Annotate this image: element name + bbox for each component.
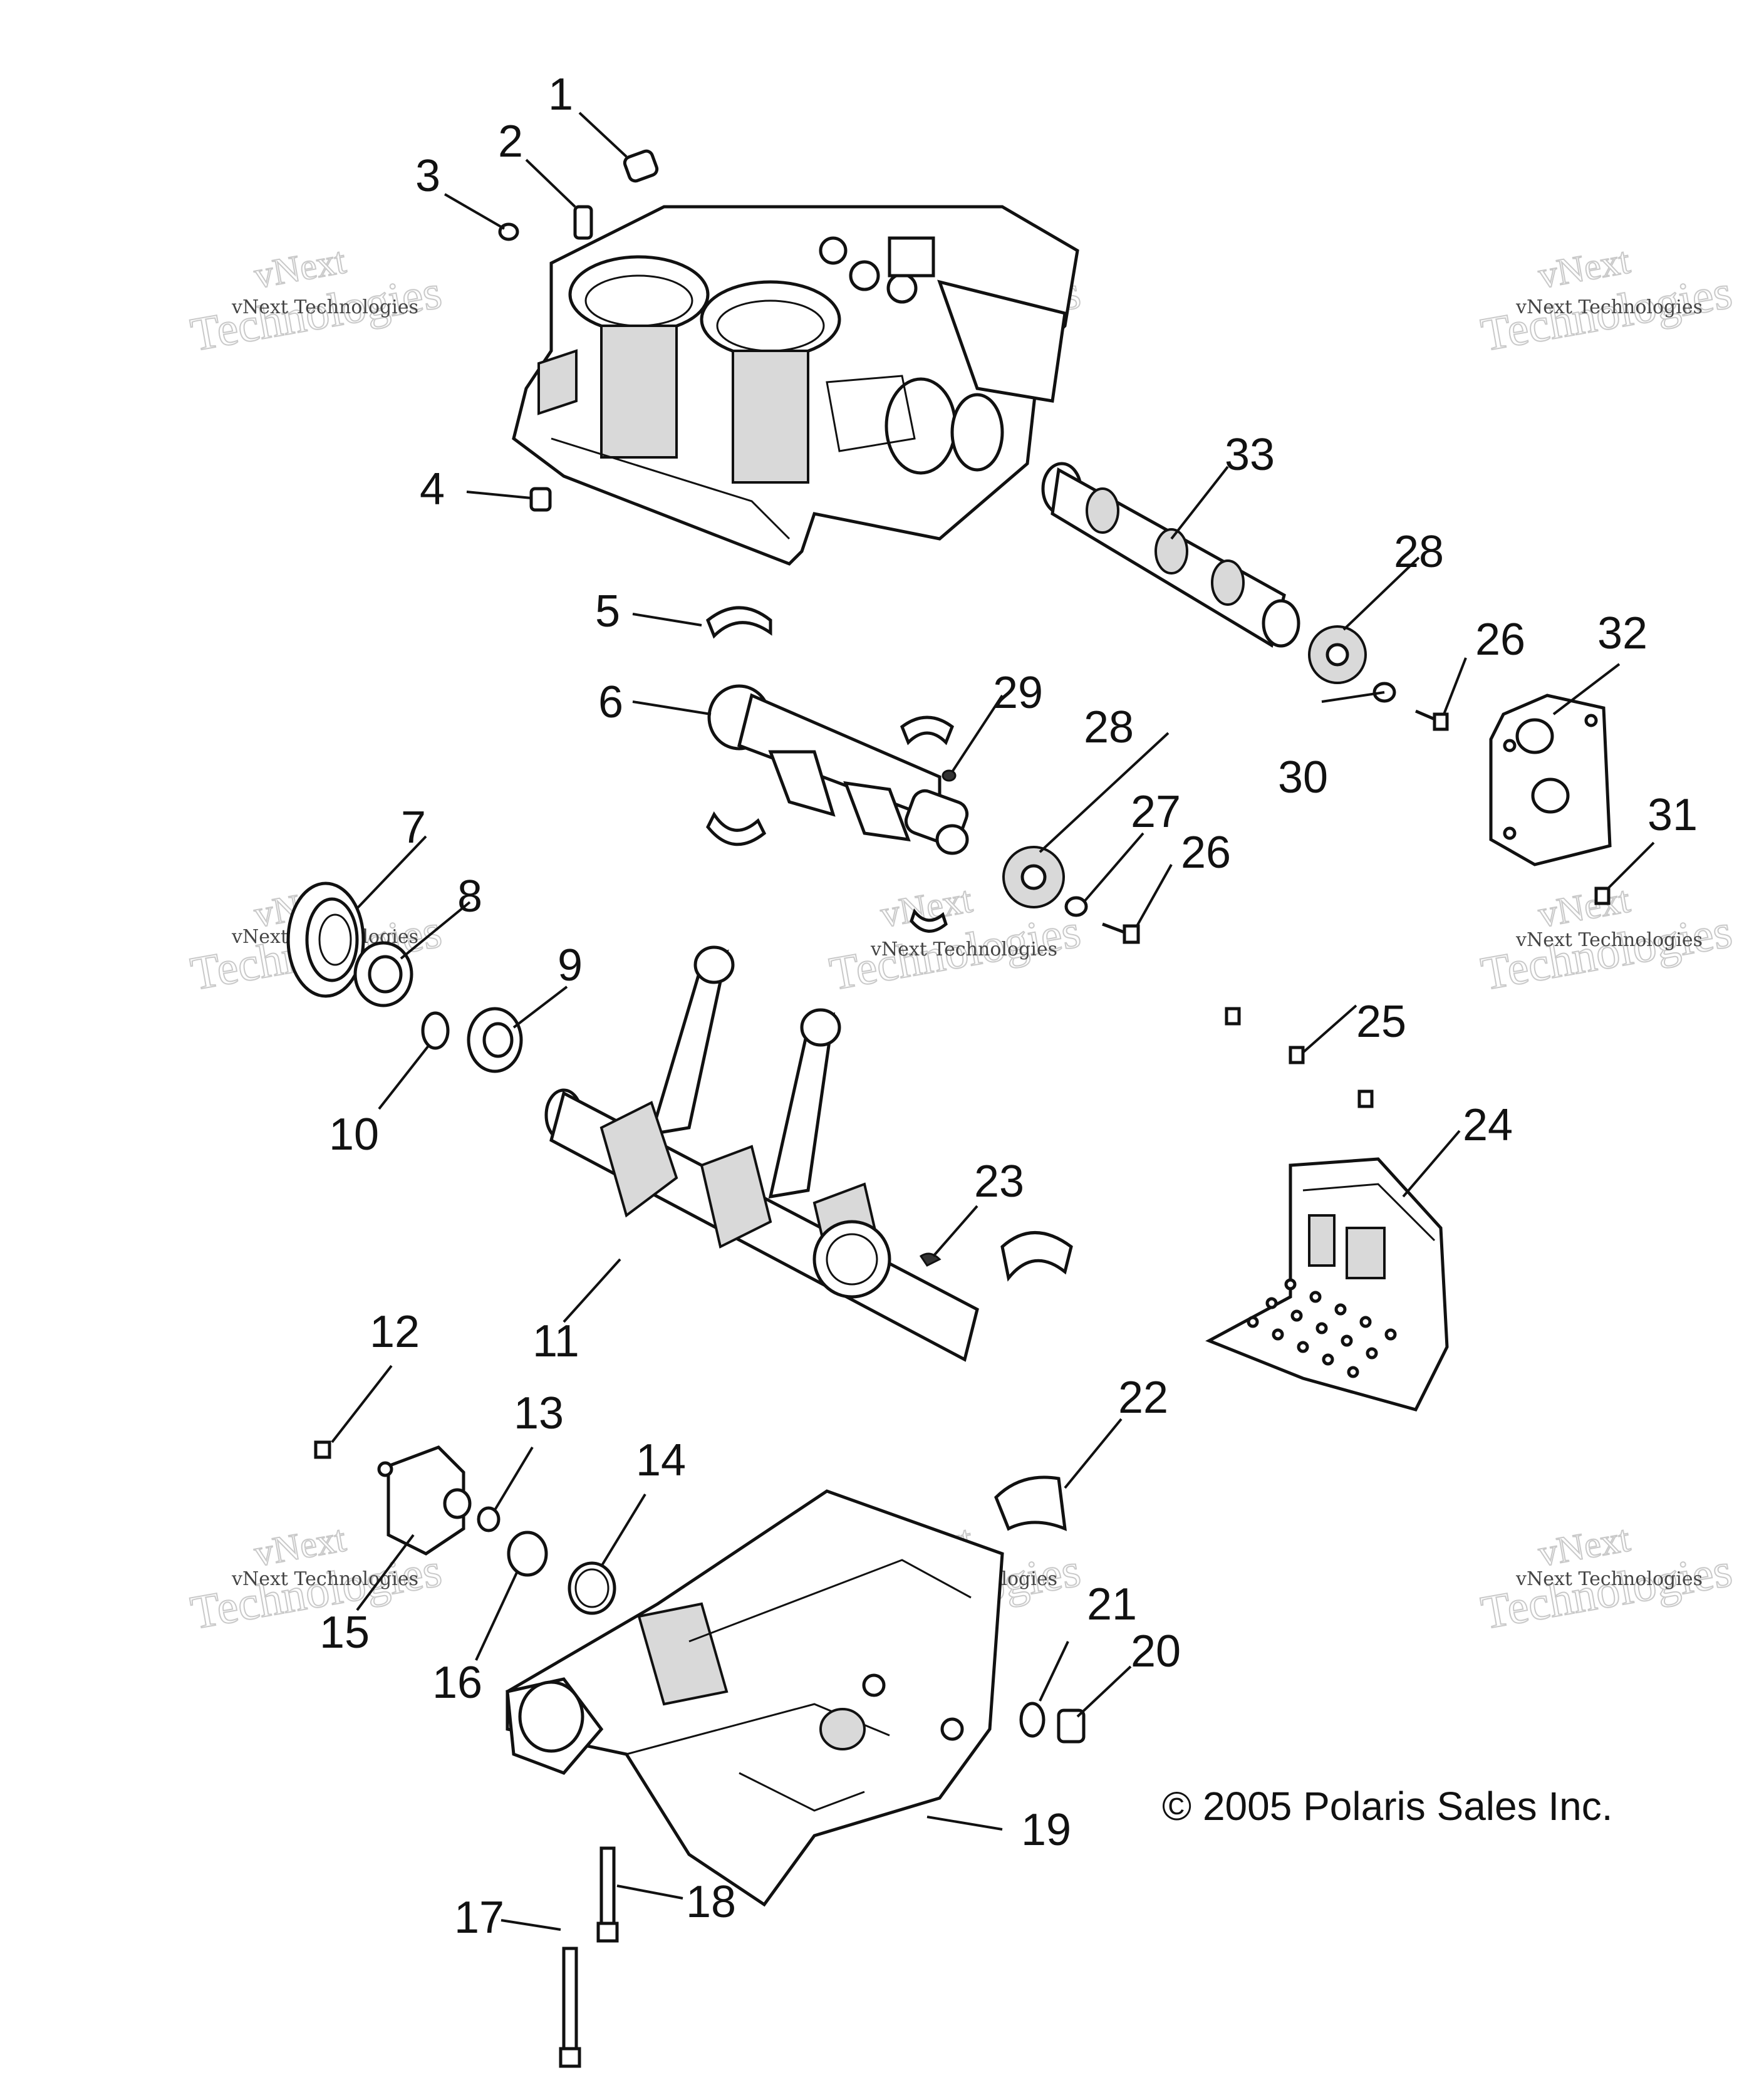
leader-lines: [331, 112, 1655, 1931]
callout-4: 4: [420, 464, 445, 514]
o-ring-10: [421, 1011, 450, 1050]
callout-12: 12: [370, 1307, 420, 1357]
bearing-23-half: [1000, 1231, 1073, 1282]
callout-26-lower: 26: [1181, 828, 1231, 878]
plug-20: [1057, 1708, 1086, 1744]
screw-25-c: [1357, 1089, 1374, 1108]
svg-text:vNext Technologies: vNext Technologies: [1515, 1568, 1703, 1590]
screw-31: [1594, 887, 1611, 905]
snap-ring-14: [568, 1561, 616, 1615]
callout-16: 16: [432, 1658, 482, 1708]
watermark-top-left: vNext Technologies vNext Technologies: [186, 239, 446, 361]
camshaft-33: [1041, 462, 1300, 648]
callout-8: 8: [457, 871, 482, 922]
callout-23: 23: [974, 1157, 1024, 1207]
screw-25-b: [1289, 1046, 1305, 1064]
plug-16: [507, 1531, 548, 1577]
callout-2: 2: [498, 117, 523, 167]
svg-text:vNext Technologies: vNext Technologies: [870, 939, 1057, 960]
bolt-26-lower: [1102, 922, 1140, 944]
bearing-8: [353, 941, 413, 1007]
cover-plate-32: [1489, 694, 1612, 866]
callout-29: 29: [993, 668, 1043, 718]
callout-32: 32: [1597, 608, 1647, 658]
callout-9: 9: [558, 940, 583, 991]
gear-28-lower: [1002, 846, 1065, 908]
callout-1: 1: [548, 70, 573, 120]
screw-12: [314, 1440, 331, 1459]
callout-14: 14: [636, 1435, 686, 1485]
callout-13: 13: [514, 1388, 564, 1438]
callout-25: 25: [1356, 997, 1406, 1047]
callout-7: 7: [401, 803, 426, 853]
callout-labels: 1 2 3 4 5 6 7 8 9 10 11 12 13 14 15 16 1…: [319, 70, 1698, 1943]
callout-28-lower: 28: [1084, 702, 1134, 752]
callout-10: 10: [329, 1110, 379, 1160]
callout-21: 21: [1087, 1579, 1137, 1630]
key-23: [919, 1252, 942, 1267]
callout-11: 11: [532, 1316, 579, 1366]
svg-text:vNext Technologies: vNext Technologies: [1515, 929, 1703, 951]
key-29: [942, 769, 957, 782]
watermark-bottom-right: vNext Technologies vNext Technologies: [1476, 1517, 1736, 1640]
bolt-18: [596, 1846, 619, 1943]
callout-18: 18: [686, 1877, 736, 1927]
dowel-pin-2: [573, 205, 593, 240]
bearing-5: [705, 606, 772, 639]
callout-22: 22: [1118, 1373, 1168, 1423]
bolt-26-upper: [1415, 709, 1449, 731]
bearing-lower-balance: [706, 811, 767, 846]
callout-3: 3: [415, 151, 440, 201]
watermark-top-right: vNext Technologies vNext Technologies: [1476, 239, 1736, 361]
seal-7: [286, 881, 365, 998]
callout-30: 30: [1278, 752, 1328, 803]
pump-cover-15: [377, 1445, 472, 1556]
callout-15: 15: [319, 1608, 370, 1658]
balance-shaft-6: [707, 684, 969, 855]
callout-20: 20: [1131, 1626, 1181, 1677]
callout-31: 31: [1647, 790, 1698, 840]
dowel-pin-1: [623, 149, 659, 183]
callout-24: 24: [1463, 1100, 1513, 1150]
screw-25-a: [1225, 1007, 1241, 1026]
svg-text:vNext Technologies: vNext Technologies: [231, 1568, 418, 1590]
baffle-24: [1205, 1157, 1449, 1412]
callout-19: 19: [1021, 1805, 1071, 1855]
washer-21: [1019, 1702, 1045, 1738]
callout-6: 6: [598, 677, 623, 727]
upper-crankcase: [512, 205, 1079, 566]
crankshaft-11: [544, 945, 979, 1362]
gear-28-upper: [1308, 625, 1367, 684]
bolt-17: [559, 1947, 581, 2068]
callout-27: 27: [1131, 787, 1181, 837]
callout-5: 5: [595, 586, 620, 637]
callout-26-upper: 26: [1475, 615, 1525, 665]
washer-27: [1064, 896, 1088, 917]
callout-33: 33: [1225, 430, 1275, 480]
o-ring-13: [477, 1506, 501, 1532]
bearing-22: [994, 1475, 1067, 1531]
plug-4: [529, 487, 552, 512]
callout-28-upper: 28: [1394, 527, 1444, 577]
bearing-upper-balance: [900, 715, 955, 746]
svg-text:vNext Technologies: vNext Technologies: [1515, 296, 1703, 318]
callout-17: 17: [454, 1893, 504, 1943]
bearing-small-mid: [910, 908, 948, 933]
bearing-9: [467, 1007, 523, 1073]
lower-crankcase-19: [506, 1489, 1004, 1907]
copyright-notice: © 2005 Polaris Sales Inc.: [1162, 1784, 1613, 1829]
svg-text:vNext Technologies: vNext Technologies: [231, 296, 418, 318]
